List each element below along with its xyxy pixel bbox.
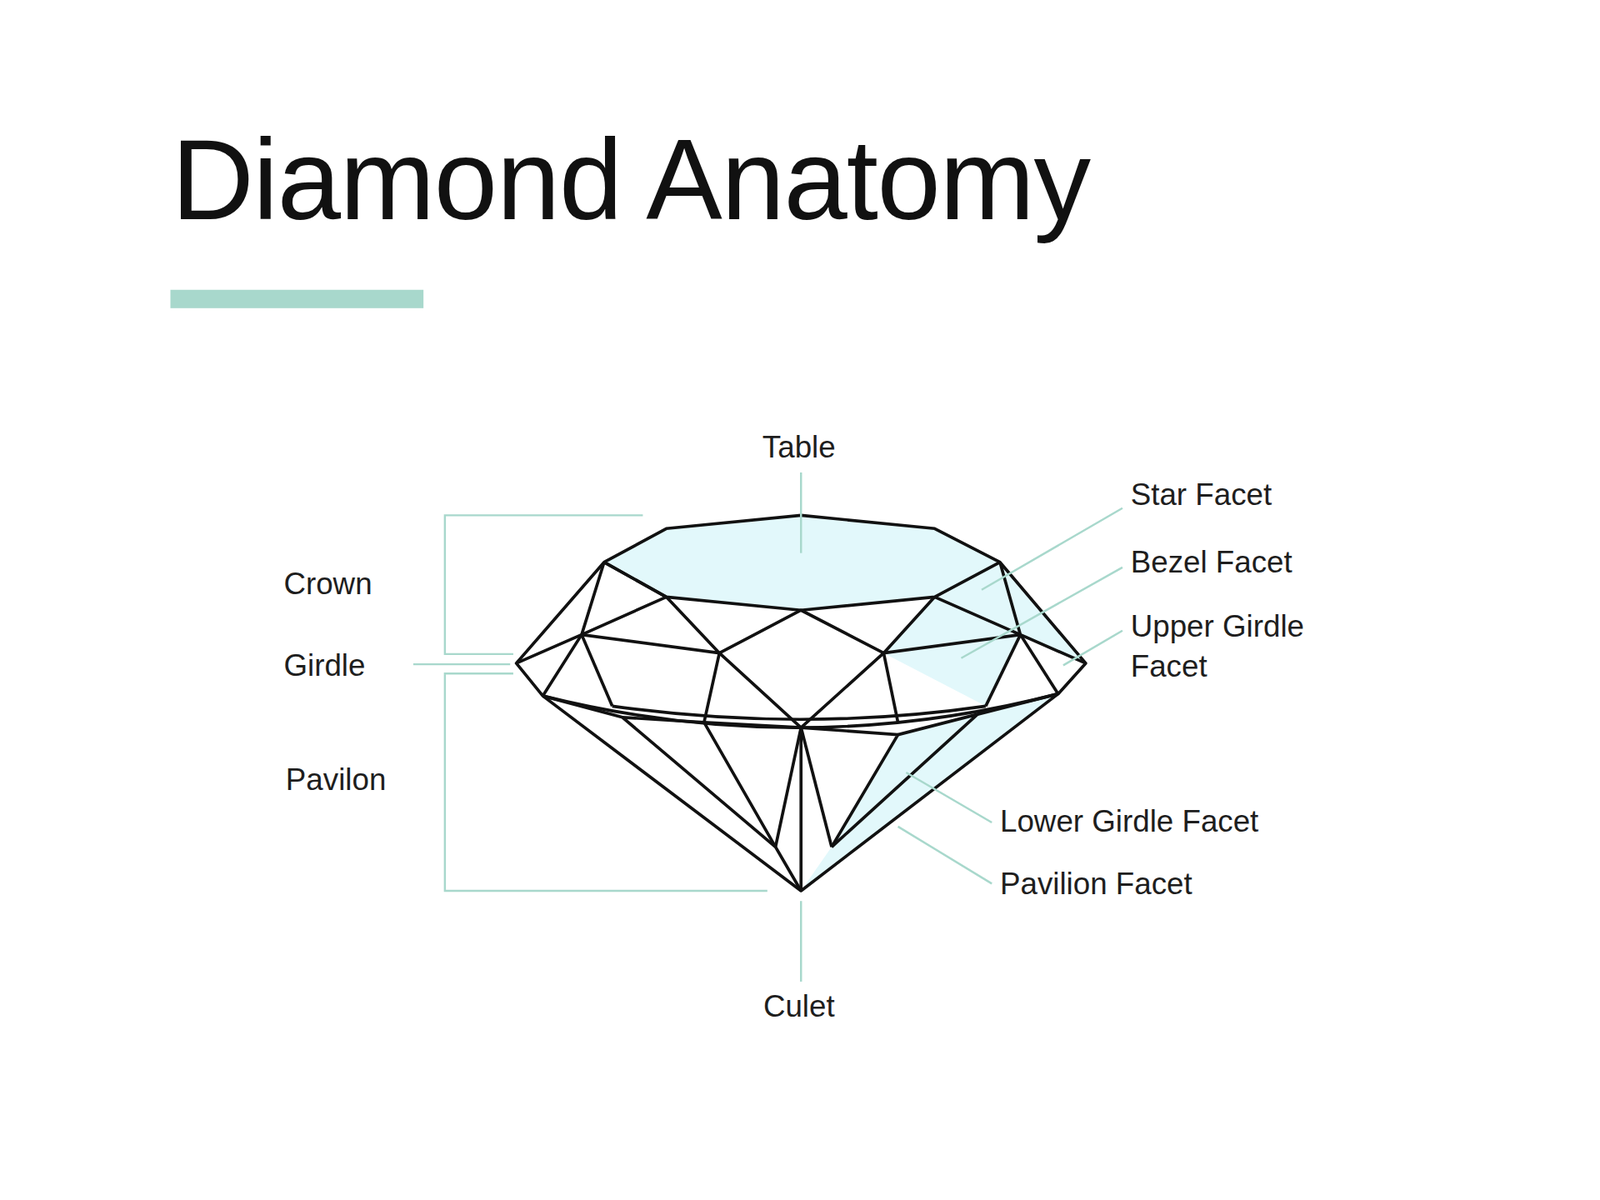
part-label: Girdle <box>283 644 365 685</box>
leader-lines <box>413 472 1123 982</box>
page-title: Diamond Anatomy <box>171 114 1090 247</box>
part-label: Lower Girdle Facet <box>1000 800 1259 841</box>
part-label: Crown <box>283 562 372 603</box>
part-label: Pavilon <box>285 758 386 799</box>
title-underline <box>170 290 424 309</box>
part-label: Pavilion Facet <box>1000 862 1193 903</box>
part-label: Table <box>762 425 836 466</box>
part-label: Bezel Facet <box>1130 541 1293 582</box>
part-label: Star Facet <box>1130 474 1272 515</box>
part-label: Culet <box>763 985 835 1025</box>
part-label: Upper Girdle Facet <box>1130 605 1366 686</box>
